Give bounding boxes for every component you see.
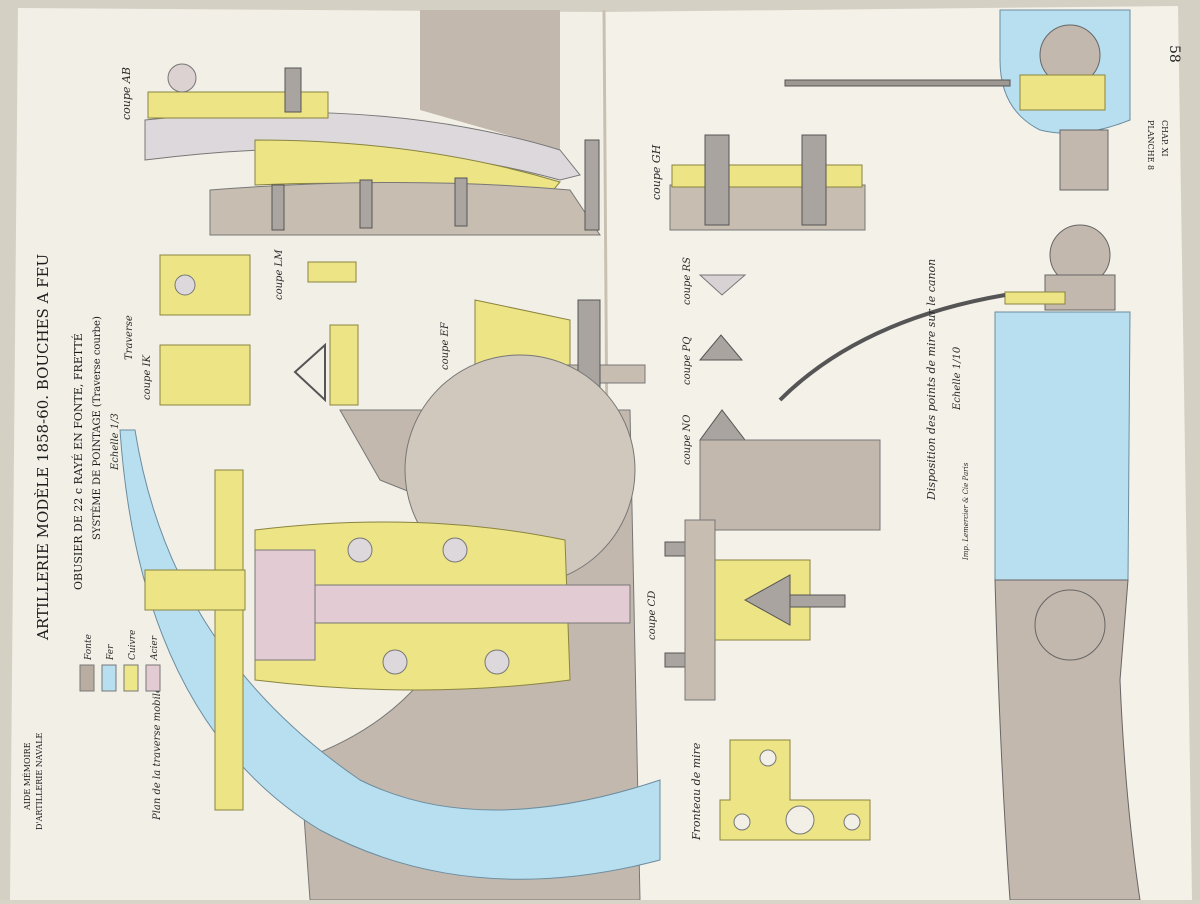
coupe-lm-triangle xyxy=(293,342,326,403)
coupe-cd-label: coupe CD xyxy=(647,591,658,640)
main-ruler xyxy=(214,469,244,811)
scale-main: Echelle 1/3 xyxy=(110,413,121,471)
coupe-ef-label: coupe EF xyxy=(440,321,451,370)
sight-plate-top xyxy=(1019,74,1106,111)
coupe-ab-knob xyxy=(167,63,197,93)
coupe-ab-cast-body xyxy=(420,10,560,150)
coupe-ik-part xyxy=(159,254,251,316)
material-legend: Fonte Fer Cuivre Acier xyxy=(79,630,161,692)
coupe-lm-part xyxy=(307,261,357,283)
coupe-gh-label: coupe GH xyxy=(650,144,663,200)
printer-credit: Imp. Lemercier & Cie Paris xyxy=(962,462,970,561)
barrel-front-sight xyxy=(1004,291,1066,305)
main-clamp xyxy=(144,569,246,611)
coupe-rs-shape xyxy=(698,274,747,296)
coupe-lm-bar xyxy=(329,324,359,406)
legend-swatch xyxy=(101,664,117,692)
coupe-ik-hole xyxy=(174,274,196,296)
coupe-cd-screw xyxy=(789,594,846,608)
sight-curve xyxy=(778,293,1006,402)
traverse-plan xyxy=(159,344,251,406)
sight-rod xyxy=(784,79,1011,87)
legend-label: Acier xyxy=(150,635,160,661)
coupe-gh-base xyxy=(669,184,866,231)
disposition-label: Disposition des points de mire sur le ca… xyxy=(925,259,938,501)
coupe-cd-base xyxy=(684,519,716,701)
legend-label: Fer xyxy=(106,644,116,661)
coupe-cd-body xyxy=(699,439,881,531)
plate-number: PLANCHE 8 xyxy=(1146,120,1155,170)
traverse-label: Traverse xyxy=(124,315,135,360)
legend-swatch xyxy=(145,664,161,692)
breech-stem xyxy=(1059,129,1109,191)
plate-chapter: CHAP. XI xyxy=(1160,120,1169,157)
coupe-ab-bolt-2 xyxy=(359,179,373,229)
coupe-gh-brass xyxy=(671,164,863,188)
coupe-ab-bolt-4 xyxy=(584,139,600,231)
barrel-sight-hole xyxy=(1034,589,1106,661)
coupe-ab-base xyxy=(209,182,601,236)
publisher-line-2: D'ARTILLERIE NAVALE xyxy=(35,732,44,830)
coupe-pq-label: coupe PQ xyxy=(682,337,693,386)
main-cross-plate xyxy=(254,549,316,661)
coupe-ab-screw xyxy=(284,67,302,113)
main-bolt-1 xyxy=(347,537,373,563)
barrel-cast xyxy=(994,579,1141,901)
coupe-ik-label: coupe IK xyxy=(142,354,153,400)
coupe-ab-bolt-1 xyxy=(271,184,285,231)
coupe-pq-shape xyxy=(698,334,744,361)
main-iron-arc xyxy=(119,429,661,880)
coupe-rs-label: coupe RS xyxy=(682,257,693,305)
publisher-line-1: AIDE MÉMOIRE xyxy=(23,742,32,811)
fronteau-hole-2 xyxy=(785,805,815,835)
main-steel-bar xyxy=(269,584,631,624)
legend-swatch xyxy=(79,664,95,692)
coupe-ab-bolt-3 xyxy=(454,177,468,227)
coupe-gh-bolt-1 xyxy=(704,134,730,226)
fronteau-body xyxy=(719,739,871,841)
legend-label: Cuivre xyxy=(128,630,138,660)
fronteau-label: Fronteau de mire xyxy=(690,742,703,841)
coupe-ab-label: coupe AB xyxy=(120,67,133,120)
plate-subtitle-2: SYSTÈME DE POINTAGE (Traverse courbe) xyxy=(91,316,103,540)
coupe-no-label: coupe NO xyxy=(682,414,693,465)
legend-label: Fonte xyxy=(84,634,94,661)
barrel-iron-band xyxy=(994,311,1131,581)
plan-traverse-label: Plan de la traverse mobile xyxy=(152,687,163,821)
coupe-lm-label: coupe LM xyxy=(274,249,285,300)
main-bolt-2 xyxy=(442,537,468,563)
legend-swatch xyxy=(123,664,139,692)
fronteau-hole-3 xyxy=(843,813,861,831)
fronteau-eye xyxy=(759,749,777,767)
main-bolt-3 xyxy=(382,649,408,675)
main-bolt-4 xyxy=(484,649,510,675)
scale-small: Echelle 1/10 xyxy=(952,346,963,411)
coupe-gh-bolt-2 xyxy=(801,134,827,226)
plate-subtitle: OBUSIER DE 22 c RAYÉ EN FONTE, FRETTÉ xyxy=(71,333,85,590)
fronteau-hole-1 xyxy=(733,813,751,831)
plate-title: ARTILLERIE MODÈLE 1858-60. BOUCHES A FEU xyxy=(34,254,52,641)
page-number: 58 xyxy=(1166,45,1182,63)
